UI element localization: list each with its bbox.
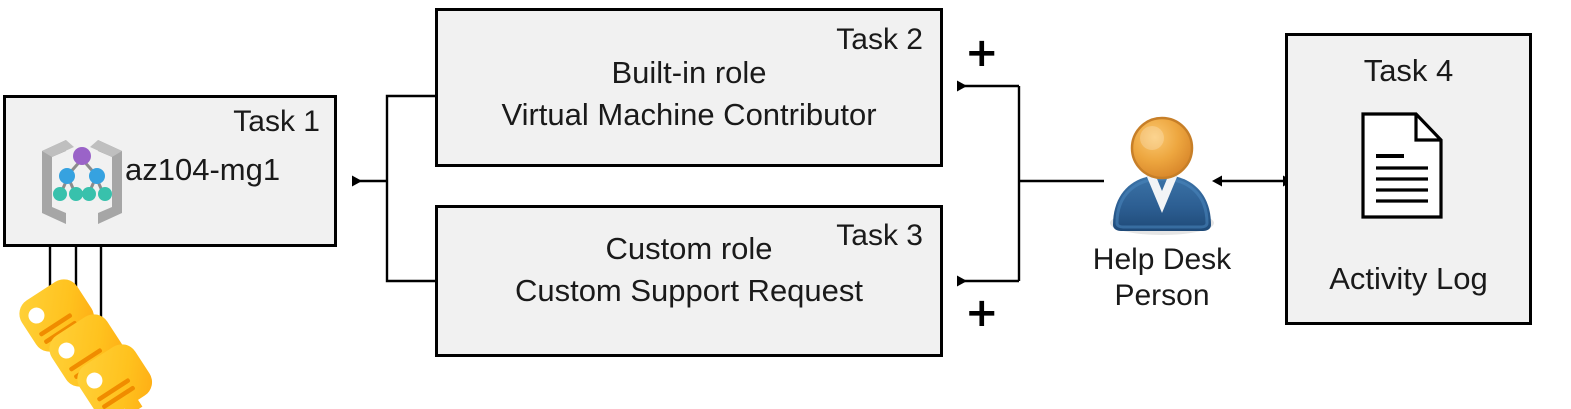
- task2-box[interactable]: Task 2 Built-in role Virtual Machine Con…: [435, 8, 943, 167]
- plus-operator-bottom: +: [965, 290, 999, 336]
- task3-box[interactable]: Task 3 Custom role Custom Support Reques…: [435, 205, 943, 357]
- plus-operator-top: +: [965, 30, 999, 76]
- task2-line2: Virtual Machine Contributor: [501, 97, 877, 132]
- task3-line1: Custom role: [605, 231, 773, 266]
- roles-to-mg-connector: [352, 94, 435, 283]
- task1-label: az104-mg1: [125, 152, 281, 187]
- task4-badge: Task 4: [1363, 53, 1454, 88]
- task2-line1: Built-in role: [611, 55, 767, 90]
- person-label-line1: Help Desk: [1092, 243, 1232, 276]
- task1-box[interactable]: Task 1 az104-mg1: [3, 95, 337, 247]
- task2-badge: Task 2: [836, 23, 923, 56]
- person-label: Help Desk Person: [1042, 242, 1282, 314]
- task3-badge: Task 3: [836, 219, 923, 252]
- task1-badge: Task 1: [233, 105, 320, 138]
- task3-line2: Custom Support Request: [514, 273, 864, 308]
- person-to-roles-connector: [957, 80, 1104, 287]
- person-label-line2: Person: [1114, 279, 1210, 312]
- key-icon: [77, 344, 153, 409]
- task4-label: Activity Log: [1329, 261, 1488, 296]
